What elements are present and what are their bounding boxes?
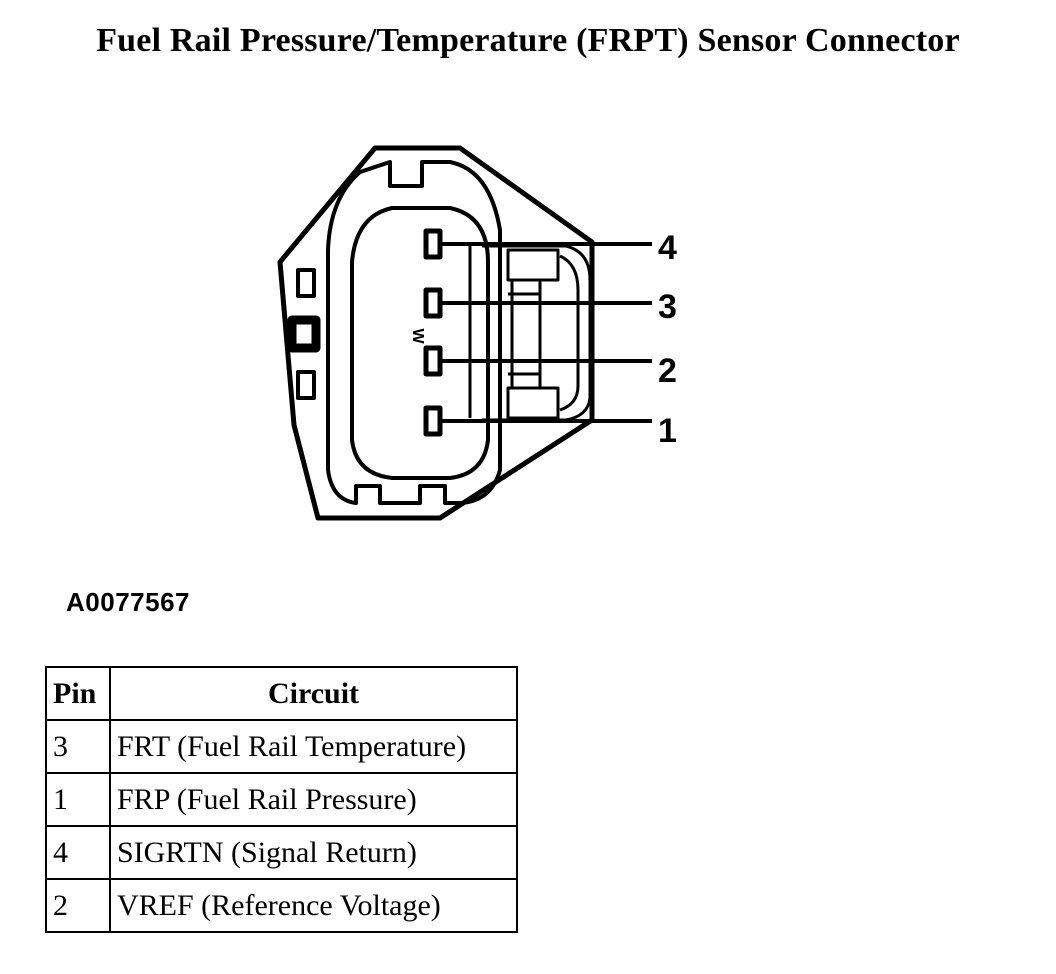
circuit-cell: SIGRTN (Signal Return)	[109, 825, 518, 880]
pin-terminal-4	[423, 228, 443, 260]
circuit-cell: VREF (Reference Voltage)	[109, 878, 518, 933]
pin-cell: 4	[45, 825, 111, 880]
pin-cell: 3	[45, 719, 111, 774]
latch-block-upper	[506, 248, 560, 282]
pin-terminal-3	[423, 287, 443, 319]
connector-outer-housing	[277, 145, 595, 521]
pin-circuit-table: Pin Circuit 3 FRT (Fuel Rail Temperature…	[45, 666, 518, 933]
table-row: 3 FRT (Fuel Rail Temperature)	[45, 719, 518, 774]
pin-callout-3: 3	[658, 288, 677, 326]
table-row: 4 SIGRTN (Signal Return)	[45, 825, 518, 880]
connector-key-mark: W	[409, 328, 426, 344]
latch-block-lower	[506, 386, 560, 420]
column-header-circuit: Circuit	[109, 666, 518, 721]
circuit-cell: FRT (Fuel Rail Temperature)	[109, 719, 518, 774]
side-latch-bottom	[296, 370, 316, 400]
connector-diagram: W 4 3 2 1	[277, 145, 677, 521]
pin-terminal-1	[423, 405, 443, 437]
pin-callout-4: 4	[658, 229, 677, 267]
pin-cell: 1	[45, 772, 111, 827]
table-row: 2 VREF (Reference Voltage)	[45, 878, 518, 933]
pin-terminal-2	[423, 345, 443, 377]
figure-reference-id: A0077567	[66, 587, 190, 617]
side-latch-top	[296, 268, 316, 298]
table-row: 1 FRP (Fuel Rail Pressure)	[45, 772, 518, 827]
pin-callout-2: 2	[658, 352, 677, 390]
connector-pin-cavity	[350, 206, 490, 480]
circuit-cell: FRP (Fuel Rail Pressure)	[109, 772, 518, 827]
table-header-row: Pin Circuit	[45, 666, 518, 721]
column-header-pin: Pin	[45, 666, 111, 721]
connector-latch-bracket-inner	[559, 254, 580, 412]
side-latch-middle	[287, 315, 321, 353]
pin-cell: 2	[45, 878, 111, 933]
pin-callout-1: 1	[658, 412, 677, 450]
connector-latch-bracket-outline	[482, 244, 592, 422]
connector-inner-shroud	[326, 160, 502, 505]
page-title: Fuel Rail Pressure/Temperature (FRPT) Se…	[96, 22, 960, 59]
